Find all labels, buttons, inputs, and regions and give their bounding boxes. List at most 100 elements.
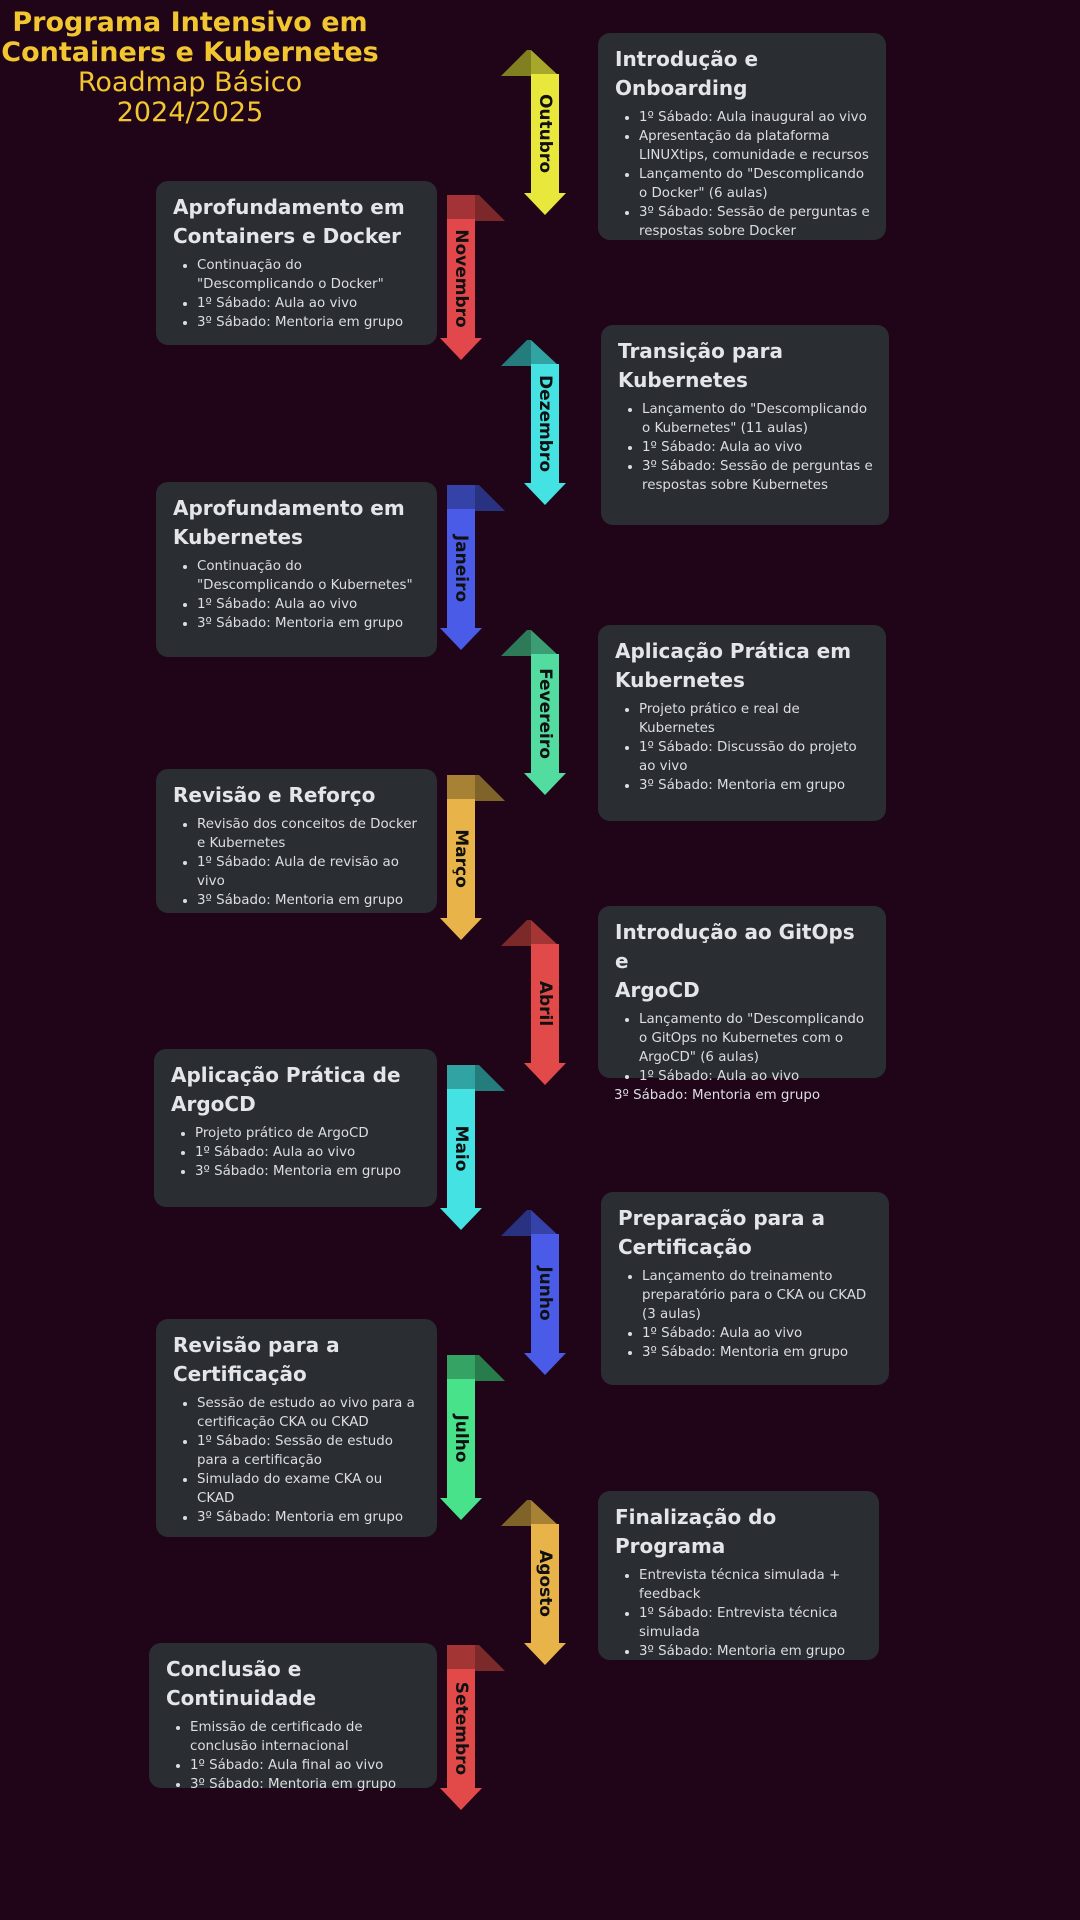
phase-card-title-line: Conclusão e Continuidade [166,1657,317,1710]
arrow-julho [440,1498,482,1520]
phase-card-list: Emissão de certificado de conclusão inte… [166,1718,421,1794]
phase-card-list: Revisão dos conceitos de Docker e Kubern… [173,815,421,910]
phase-card-note: 3º Sábado: Mentoria em grupo [614,1088,821,1103]
phase-card-item: 1º Sábado: Aula ao vivo [195,1143,421,1162]
month-label-outubro: Outubro [535,94,555,173]
fold-outubro [501,50,531,76]
phase-card-title-line: ArgoCD [615,978,700,1002]
title-line-2: Containers e Kubernetes [1,37,379,68]
arrow-janeiro [440,628,482,650]
phase-card-item: Lançamento do "Descomplicando o Docker" … [639,165,870,203]
ribbon-novembro [447,219,475,338]
phase-card-item: 1º Sábado: Aula inaugural ao vivo [639,108,870,127]
phase-card-title: Revisão para a Certificação [173,1331,421,1389]
phase-card: Introdução e Onboarding 1º Sábado: Aula i… [598,33,886,240]
phase-card-item: Revisão dos conceitos de Docker e Kubern… [197,815,421,853]
phase-card-item: Continuação do "Descomplicando o Kuberne… [197,557,421,595]
arrow-maio [440,1208,482,1230]
arrow-fevereiro [524,773,566,795]
fold-shade-setembro [447,1645,475,1671]
phase-card-item: 1º Sábado: Aula ao vivo [642,438,873,457]
phase-card-item: Projeto prático de ArgoCD [195,1124,421,1143]
phase-card-item: 1º Sábado: Sessão de estudo para a certi… [197,1432,421,1470]
phase-card: Finalização do ProgramaEntrevista técnic… [598,1491,879,1660]
phase-card-item: 1º Sábado: Discussão do projeto ao vivo [639,738,870,776]
phase-card-title-line: Preparação para a [618,1206,825,1230]
phase-card-item: 3º Sábado: Mentoria em grupo [642,1343,873,1362]
phase-card-list: Projeto prático e real de Kubernetes1º S… [615,700,870,795]
phase-card-item: Sessão de estudo ao vivo para a certific… [197,1394,421,1432]
phase-card-item: 3º Sábado: Sessão de perguntas e respost… [642,457,873,495]
phase-card-item: 3º Sábado: Sessão de perguntas e respost… [639,203,870,241]
ribbon-outubro [531,74,559,193]
fold-shade-março [447,775,475,801]
ribbon-fevereiro [531,654,559,773]
month-label-setembro: Setembro [451,1682,471,1775]
phase-card-title-line: Finalização do Programa [615,1505,777,1558]
phase-card-list: Lançamento do treinamento preparatório p… [618,1267,873,1362]
ribbon-março [447,799,475,918]
phase-card: Revisão e ReforçoRevisão dos conceitos d… [156,769,437,913]
phase-card-title-line: Revisão e Reforço [173,783,376,807]
arrow-setembro [440,1788,482,1810]
ribbon-janeiro [447,509,475,628]
fold-shade-janeiro [447,485,475,511]
phase-card-item: 1º Sábado: Aula de revisão ao vivo [197,853,421,891]
phase-card-title-line: Revisão para a [173,1333,340,1357]
phase-card-title-line: Introdução e Onboarding [615,47,759,100]
phase-card-item: Continuação do "Descomplicando o Docker" [197,256,421,294]
phase-card-title-line: Certificação [173,1362,307,1386]
fold-agosto [501,1500,531,1526]
month-label-janeiro: Janeiro [451,534,471,602]
arrow-agosto [524,1643,566,1665]
phase-card: Revisão para a CertificaçãoSessão de estu… [156,1319,437,1537]
phase-card-list: Projeto prático de ArgoCD1º Sábado: Aula… [171,1124,421,1181]
phase-card-item: 3º Sábado: Mentoria em grupo [639,776,870,795]
phase-card-item: 1º Sábado: Aula ao vivo [639,1067,870,1086]
phase-card-title-line: Aprofundamento em [173,496,405,520]
phase-card: Aprofundamento em Containers e DockerCont… [156,181,437,345]
ribbon-abril [531,944,559,1063]
phase-card-title-line: Aprofundamento em [173,195,405,219]
fold-abril [501,920,531,946]
phase-card: Conclusão e ContinuidadeEmissão de certi… [149,1643,437,1792]
fold-shade-maio [447,1065,475,1091]
fold-shade-abril [531,920,559,946]
phase-card-item: Lançamento do "Descomplicando o Kubernet… [642,400,873,438]
phase-card-item: 3º Sábado: Mentoria em grupo [639,1642,863,1661]
phase-card-list: Lançamento do "Descomplicando o Kubernet… [618,400,873,495]
phase-card-title-line: ArgoCD [171,1092,256,1116]
ribbon-maio [447,1089,475,1208]
fold-shade-julho [447,1355,475,1381]
fold-shade-dezembro [531,340,559,366]
ribbon-junho [531,1234,559,1353]
phase-card-title: Aprofundamento em Containers e Docker [173,193,421,251]
arrow-novembro [440,338,482,360]
arrow-junho [524,1353,566,1375]
phase-card-item: Apresentação da plataforma LINUXtips, co… [639,127,870,165]
ribbon-agosto [531,1524,559,1643]
fold-shade-agosto [531,1500,559,1526]
phase-card-item: 3º Sábado: Mentoria em grupo [197,891,421,910]
subtitle-line-2: 2024/2025 [116,97,264,128]
arrow-outubro [524,193,566,215]
fold-junho [501,1210,531,1236]
phase-card-item: Emissão de certificado de conclusão inte… [190,1718,421,1756]
phase-card-title: Conclusão e Continuidade [166,1655,421,1713]
phase-card-title-line: Containers e Docker [173,224,402,248]
fold-shade-outubro [531,50,559,76]
phase-card-item: 1º Sábado: Entrevista técnica simulada [639,1604,863,1642]
ribbon-dezembro [531,364,559,483]
phase-card-item: 1º Sábado: Aula ao vivo [642,1324,873,1343]
phase-card-item: Lançamento do treinamento preparatório p… [642,1267,873,1324]
month-label-fevereiro: Fevereiro [535,668,555,759]
fold-dezembro [501,340,531,366]
phase-card: Aplicação Prática deArgoCDProjeto prátic… [154,1049,437,1207]
